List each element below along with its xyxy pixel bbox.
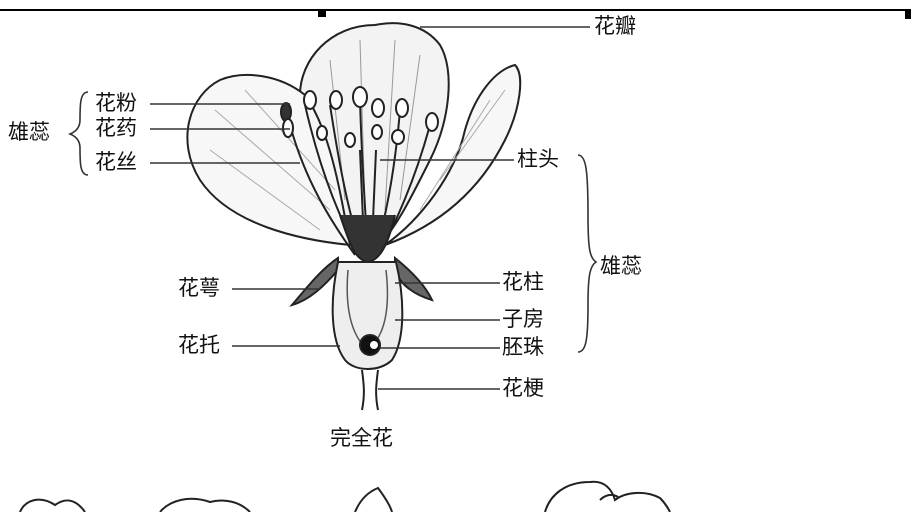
- label-stigma: 柱头: [517, 149, 559, 170]
- label-petal: 花瓣: [594, 16, 636, 37]
- label-filament: 花丝: [95, 152, 137, 173]
- label-receptacle: 花托: [178, 335, 220, 356]
- label-sepal: 花萼: [178, 278, 220, 299]
- caption-complete-flower: 完全花: [330, 428, 393, 449]
- label-style: 花柱: [502, 272, 544, 293]
- label-stamen-group: 雄蕊: [8, 122, 50, 143]
- border-handle: [318, 9, 326, 17]
- label-pollen: 花粉: [95, 93, 137, 114]
- label-ovary: 子房: [502, 309, 544, 330]
- flower-drawing: [187, 23, 520, 410]
- label-ovule: 胚珠: [502, 337, 544, 358]
- label-pedicel: 花梗: [502, 378, 544, 399]
- bottom-partial-drawings: [20, 482, 670, 512]
- label-pistil-group: 雄蕊: [600, 256, 642, 277]
- label-anther: 花药: [95, 118, 137, 139]
- border-handle-right: [905, 9, 911, 19]
